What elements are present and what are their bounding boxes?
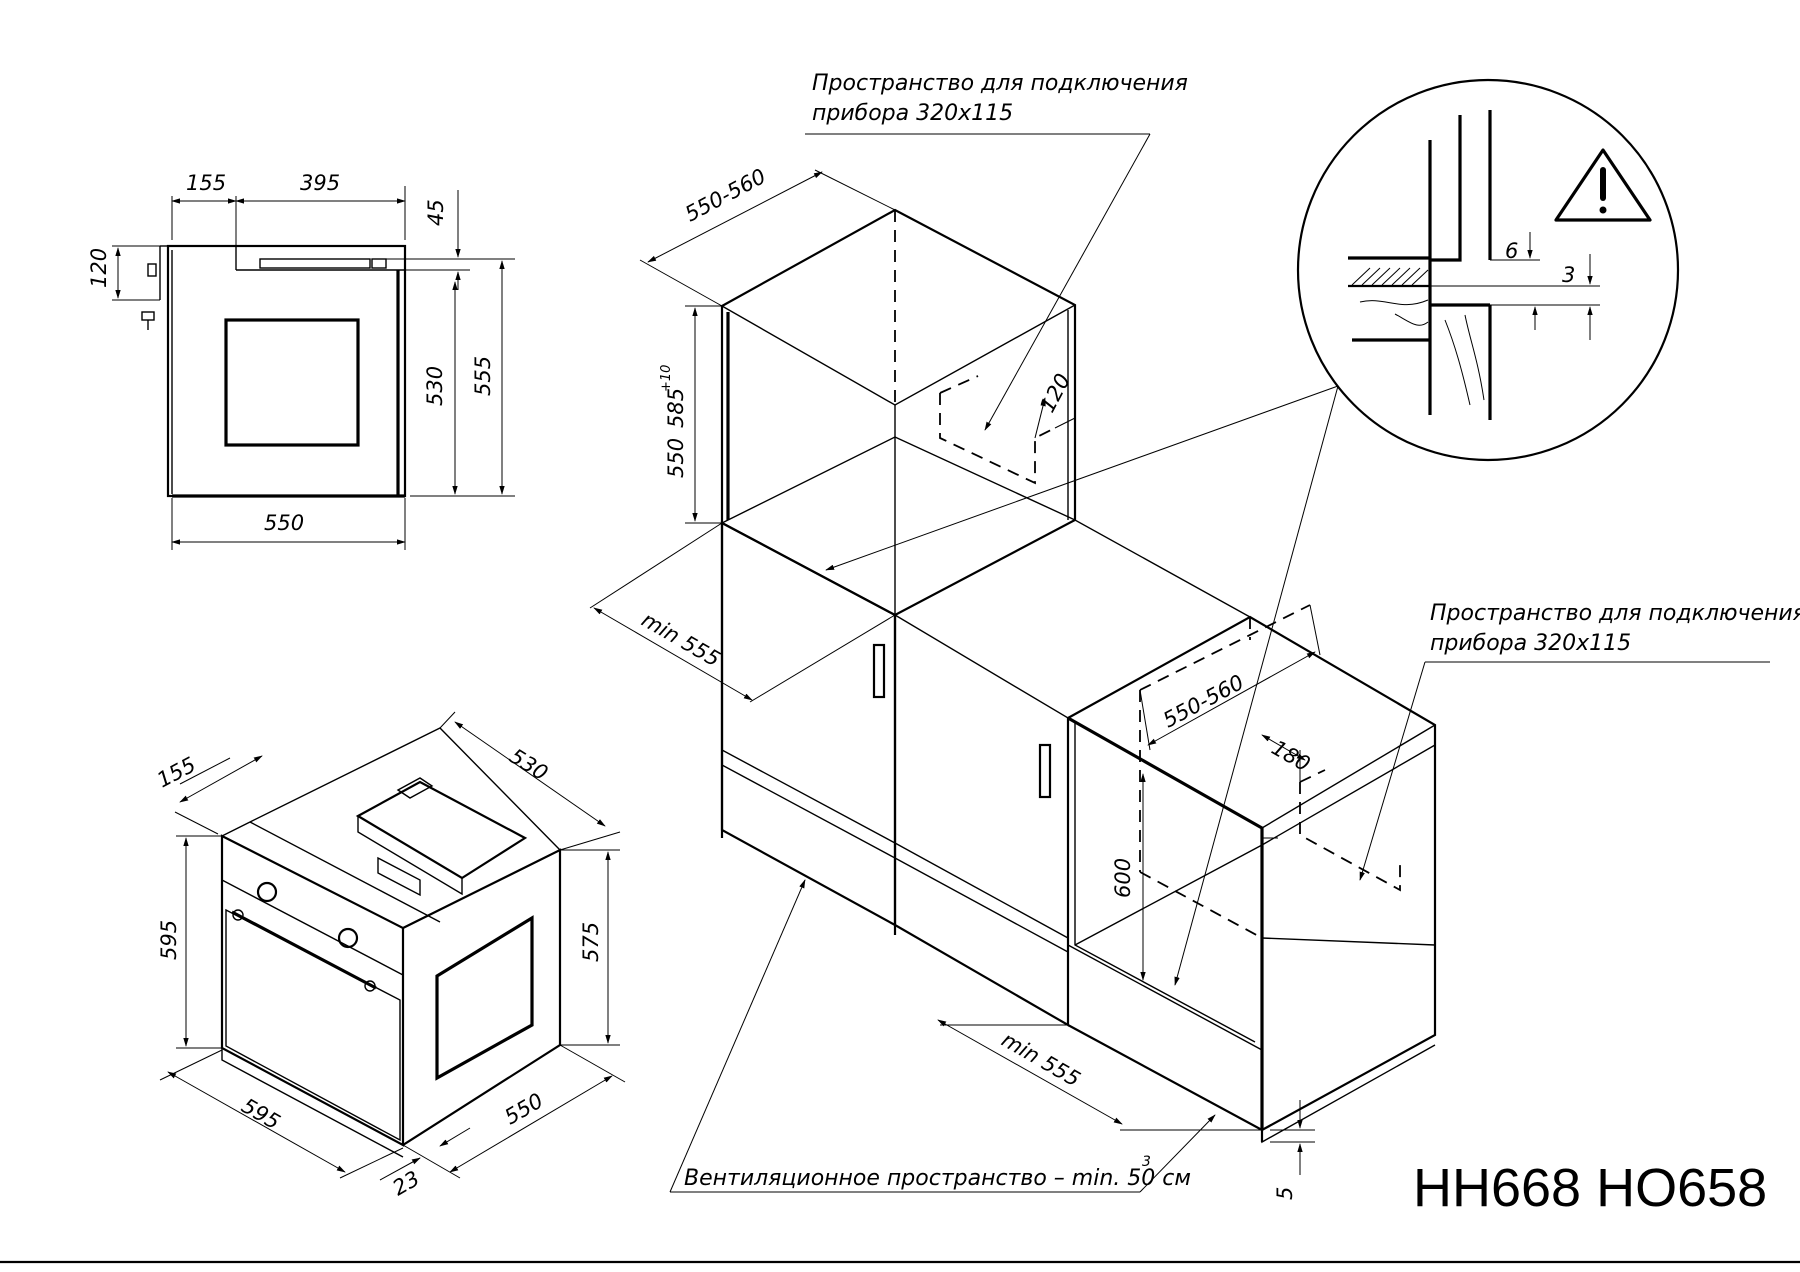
dim-575-iso: 575 [579,922,603,962]
dim-530-iso: 530 [505,744,552,786]
dim-45: 45 [424,199,448,226]
dim-550-iso: 550 [501,1088,548,1129]
dim-600-lower: 600 [1111,858,1135,898]
dim-3-detail: 3 [1562,263,1575,287]
front-view: 155 395 45 120 530 555 550 [87,171,515,550]
dim-550-560-lower: 550-560 [1159,670,1248,732]
dim-550-upper: 550 [664,438,688,478]
dim-155: 155 [186,171,226,195]
upper-cabinet [720,208,1077,617]
dim-395: 395 [300,171,340,195]
dim-120-upper: 120 [1035,370,1075,417]
note-space-lower-1: Пространство для подключения [1430,601,1800,626]
iso-oven: 155 530 595 575 595 550 23 [153,711,626,1200]
dim-23-iso: 23 [389,1166,424,1200]
note-space-lower-2: прибора 320x115 [1430,631,1631,656]
model-name: HH668 HO658 [1413,1158,1767,1218]
dim-min555-lower: min 555 [998,1028,1085,1092]
dim-155-iso: 155 [153,752,200,792]
dim-585-upper: 585 [664,388,688,428]
dim-595-iso-width: 595 [238,1094,285,1135]
note-ventilation: Вентиляционное пространство – min. 50 см [684,1166,1191,1191]
note-space-upper-1: Пространство для подключения [812,71,1188,96]
lower-cabinets [720,519,1437,1144]
dim-550-560-upper: 550-560 [681,164,770,226]
dim-5-plinth: 5 [1273,1187,1297,1200]
dim-120-left: 120 [87,248,111,288]
dim-585-sup: +10 [659,365,674,392]
dim-595-iso-height: 595 [157,920,181,960]
dim-min555-upper: min 555 [638,608,725,672]
dim-180-lower: 180 [1268,736,1315,777]
dim-550-front: 550 [264,511,304,535]
dim-530-front: 530 [423,366,447,406]
note-space-upper-2: прибора 320x115 [812,101,1013,126]
dim-6-detail: 6 [1505,239,1518,263]
dim-555-front: 555 [471,356,495,396]
note-ventilation-sup: 3 [1142,1154,1151,1170]
cabinet-dimensions: 550-560 550 585 +10 120 min 555 550-560 … [589,133,1770,1200]
detail-circle: 6 3 [1296,78,1680,462]
